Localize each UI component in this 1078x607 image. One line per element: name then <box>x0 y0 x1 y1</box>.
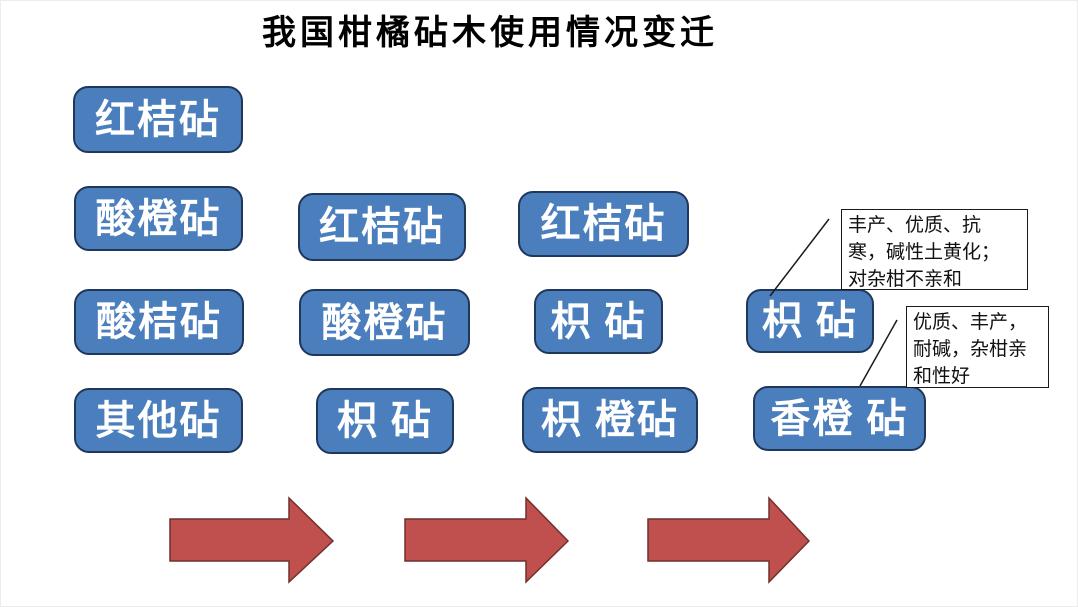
callout-trifoliate-traits: 丰产、优质、抗 寒，碱性土黄化； 对杂柑不亲和 <box>841 209 1028 290</box>
box-s1-red-tangerine: 红桔砧 <box>73 86 243 153</box>
box-s3-trifoliate: 枳 砧 <box>534 289 663 354</box>
callout-xiangcheng-traits: 优质、丰产， 耐碱，杂柑亲 和性好 <box>906 306 1049 388</box>
box-s1-sour-tangerine: 酸桔砧 <box>74 289 244 355</box>
flow-arrow-1 <box>169 496 335 584</box>
callout-line: 寒，碱性土黄化； <box>848 242 1001 263</box>
box-s2-sour-orange: 酸橙砧 <box>299 289 470 356</box>
callout-line: 优质、丰产， <box>913 312 1028 333</box>
box-s2-red-tangerine: 红桔砧 <box>298 193 466 261</box>
flow-arrow-3 <box>647 496 811 584</box>
callout-line: 对杂柑不亲和 <box>848 269 963 290</box>
box-s4-xiangcheng-orange: 香橙 砧 <box>753 386 926 451</box>
flow-arrow-2 <box>404 496 570 584</box>
callout-line: 耐碱，杂柑亲 <box>913 339 1028 360</box>
slide-title: 我国柑橘砧木使用情况变迁 <box>262 15 718 52</box>
callout-line: 丰产、优质、抗 <box>848 215 982 236</box>
box-s4-trifoliate: 枳 砧 <box>746 289 874 353</box>
box-s1-other: 其他砧 <box>74 388 243 453</box>
box-s1-sour-orange: 酸橙砧 <box>74 186 243 251</box>
box-s3-red-tangerine: 红桔砧 <box>518 191 689 257</box>
callout-line: 和性好 <box>913 366 971 387</box>
callout-leader-line-1 <box>769 218 830 297</box>
box-s2-trifoliate: 枳 砧 <box>316 388 454 454</box>
box-s3-citrange: 枳 橙砧 <box>522 387 698 453</box>
